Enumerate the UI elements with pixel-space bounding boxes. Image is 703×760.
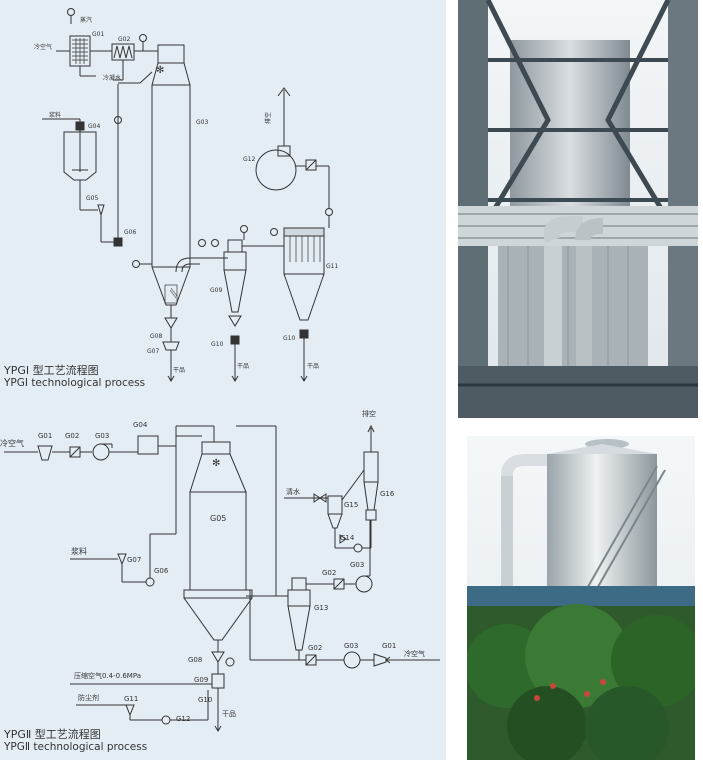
tag2-g03: G03 xyxy=(95,432,109,440)
g16-scrubber xyxy=(363,451,379,483)
tag2-g01-c: G01 xyxy=(382,642,396,650)
ypg2-caption-en: YPGⅡ technological process xyxy=(4,741,148,753)
cold-air-left-label: 冷空气 xyxy=(0,438,24,448)
compressed-air-label: 压缩空气0.4-0.6MPa xyxy=(74,671,141,680)
tag-g06: G06 xyxy=(124,229,136,236)
g06-pump xyxy=(145,577,155,587)
g04-feed-tank xyxy=(63,131,97,181)
process-diagram-panel: 蒸汽 G01 冷空气 冷凝水 G02 G03 ✻ 浆料 G04 G05 G06 xyxy=(0,0,446,760)
tag2-g01: G01 xyxy=(38,432,52,440)
g01-filter xyxy=(37,445,53,461)
product-label-2: 干品 xyxy=(237,363,249,370)
tag2-g04: G04 xyxy=(133,421,148,429)
gauge-icon xyxy=(270,228,278,236)
g03-cone-bottom xyxy=(151,266,191,306)
g05-dryer-column xyxy=(189,491,247,591)
g12-fan xyxy=(255,149,297,191)
g13-cyclone xyxy=(287,589,311,607)
tag2-g12: G12 xyxy=(176,715,190,723)
clean-water-label: 清水 xyxy=(286,487,300,496)
tag-g01: G01 xyxy=(92,31,104,38)
tag-g09: G09 xyxy=(210,287,222,294)
tag-g11: G11 xyxy=(326,263,338,270)
tag2-g09: G09 xyxy=(194,676,208,684)
product-label: 干品 xyxy=(222,710,236,718)
gauge-icon xyxy=(114,116,122,124)
tag-g05: G05 xyxy=(86,195,98,202)
photo-tower-structure xyxy=(458,0,698,418)
g03-top-head xyxy=(157,44,185,64)
g08-valve xyxy=(164,317,178,329)
g03-dryer-column xyxy=(151,84,191,268)
ypg1-caption-en: YPGⅠ technological process xyxy=(4,377,146,389)
g12-damper xyxy=(305,159,317,171)
tag-g10-a: G10 xyxy=(211,341,223,348)
g05-flange xyxy=(183,589,253,599)
gauge-icon xyxy=(211,239,219,247)
tag-g03: G03 xyxy=(196,119,208,126)
tag2-g05: G05 xyxy=(210,514,226,523)
g07-rotary-valve xyxy=(162,341,180,351)
g05-filter xyxy=(97,204,105,217)
photo-spray-dryer-outdoor xyxy=(467,436,695,760)
g06-pump xyxy=(113,237,123,247)
g09-cyclone-top xyxy=(227,239,243,253)
tag2-g13: G13 xyxy=(314,604,328,612)
svg-text:✻: ✻ xyxy=(212,458,220,469)
ypg1-flow-diagram: 蒸汽 G01 冷空气 冷凝水 G02 G03 ✻ 浆料 G04 G05 G06 xyxy=(34,8,338,382)
g05-top-head xyxy=(201,441,231,455)
gauge-icon xyxy=(325,208,333,216)
steam-label: 蒸汽 xyxy=(80,16,92,24)
exhaust-label-2: 排空 xyxy=(362,409,376,418)
gauge-icon xyxy=(67,8,75,16)
product-label-3: 干品 xyxy=(307,363,319,370)
tag2-g06: G06 xyxy=(154,567,169,575)
g15-tank xyxy=(327,495,343,515)
tag2-g02-b: G02 xyxy=(322,569,336,577)
tag-g10-b: G10 xyxy=(283,335,295,342)
g03-fan xyxy=(92,443,110,461)
tag2-g15: G15 xyxy=(344,501,358,509)
tag-g07: G07 xyxy=(147,348,159,355)
gauge-icon xyxy=(198,239,206,247)
tag2-g02: G02 xyxy=(65,432,79,440)
product-label-1: 干品 xyxy=(173,367,185,374)
tag2-g16: G16 xyxy=(380,490,395,498)
g11-filter-top xyxy=(283,227,325,237)
g04-heater xyxy=(137,435,159,455)
dust-agent-label: 防尘剂 xyxy=(78,693,99,702)
tag2-g10: G10 xyxy=(198,696,212,704)
feed-label: 浆料 xyxy=(49,111,61,119)
photo-column xyxy=(455,0,703,760)
feed-label-2: 浆料 xyxy=(71,546,87,556)
svg-text:✻: ✻ xyxy=(156,65,164,76)
tag2-g07: G07 xyxy=(127,556,141,564)
tag-g04: G04 xyxy=(88,123,100,130)
tag-g12: G12 xyxy=(243,156,255,163)
condensate-label-1: 冷凝水 xyxy=(103,74,121,82)
ypg2-caption-zh: YPGⅡ 型工艺流程图 xyxy=(4,728,101,741)
gauge-icon xyxy=(240,225,248,233)
exhaust-label-1: 排空 xyxy=(264,112,272,124)
ypg1-caption-zh: YPGⅠ 型工艺流程图 xyxy=(4,364,99,377)
gauge-icon xyxy=(132,260,140,268)
g09-cyclone-body xyxy=(223,251,247,271)
tag-g08: G08 xyxy=(150,333,162,340)
tag-g02: G02 xyxy=(118,36,130,43)
g07-filter xyxy=(117,553,127,566)
gauge-icon xyxy=(139,34,147,42)
tag2-g08: G08 xyxy=(188,656,202,664)
tag2-g03-c: G03 xyxy=(344,642,358,650)
tag2-g14: G14 xyxy=(340,534,355,542)
cold-air-right-label: 冷空气 xyxy=(404,649,425,658)
cold-air-label: 冷空气 xyxy=(34,43,52,51)
tag2-g03-b: G03 xyxy=(350,561,364,569)
tag2-g02-c: G02 xyxy=(308,644,322,652)
g11-filter-body xyxy=(283,235,325,275)
tag2-g11: G11 xyxy=(124,695,138,703)
ypg2-flow-diagram: 冷空气 G01 G02 G03 G04 G05 ✻ 浆料 G07 G06 G08… xyxy=(0,409,440,732)
